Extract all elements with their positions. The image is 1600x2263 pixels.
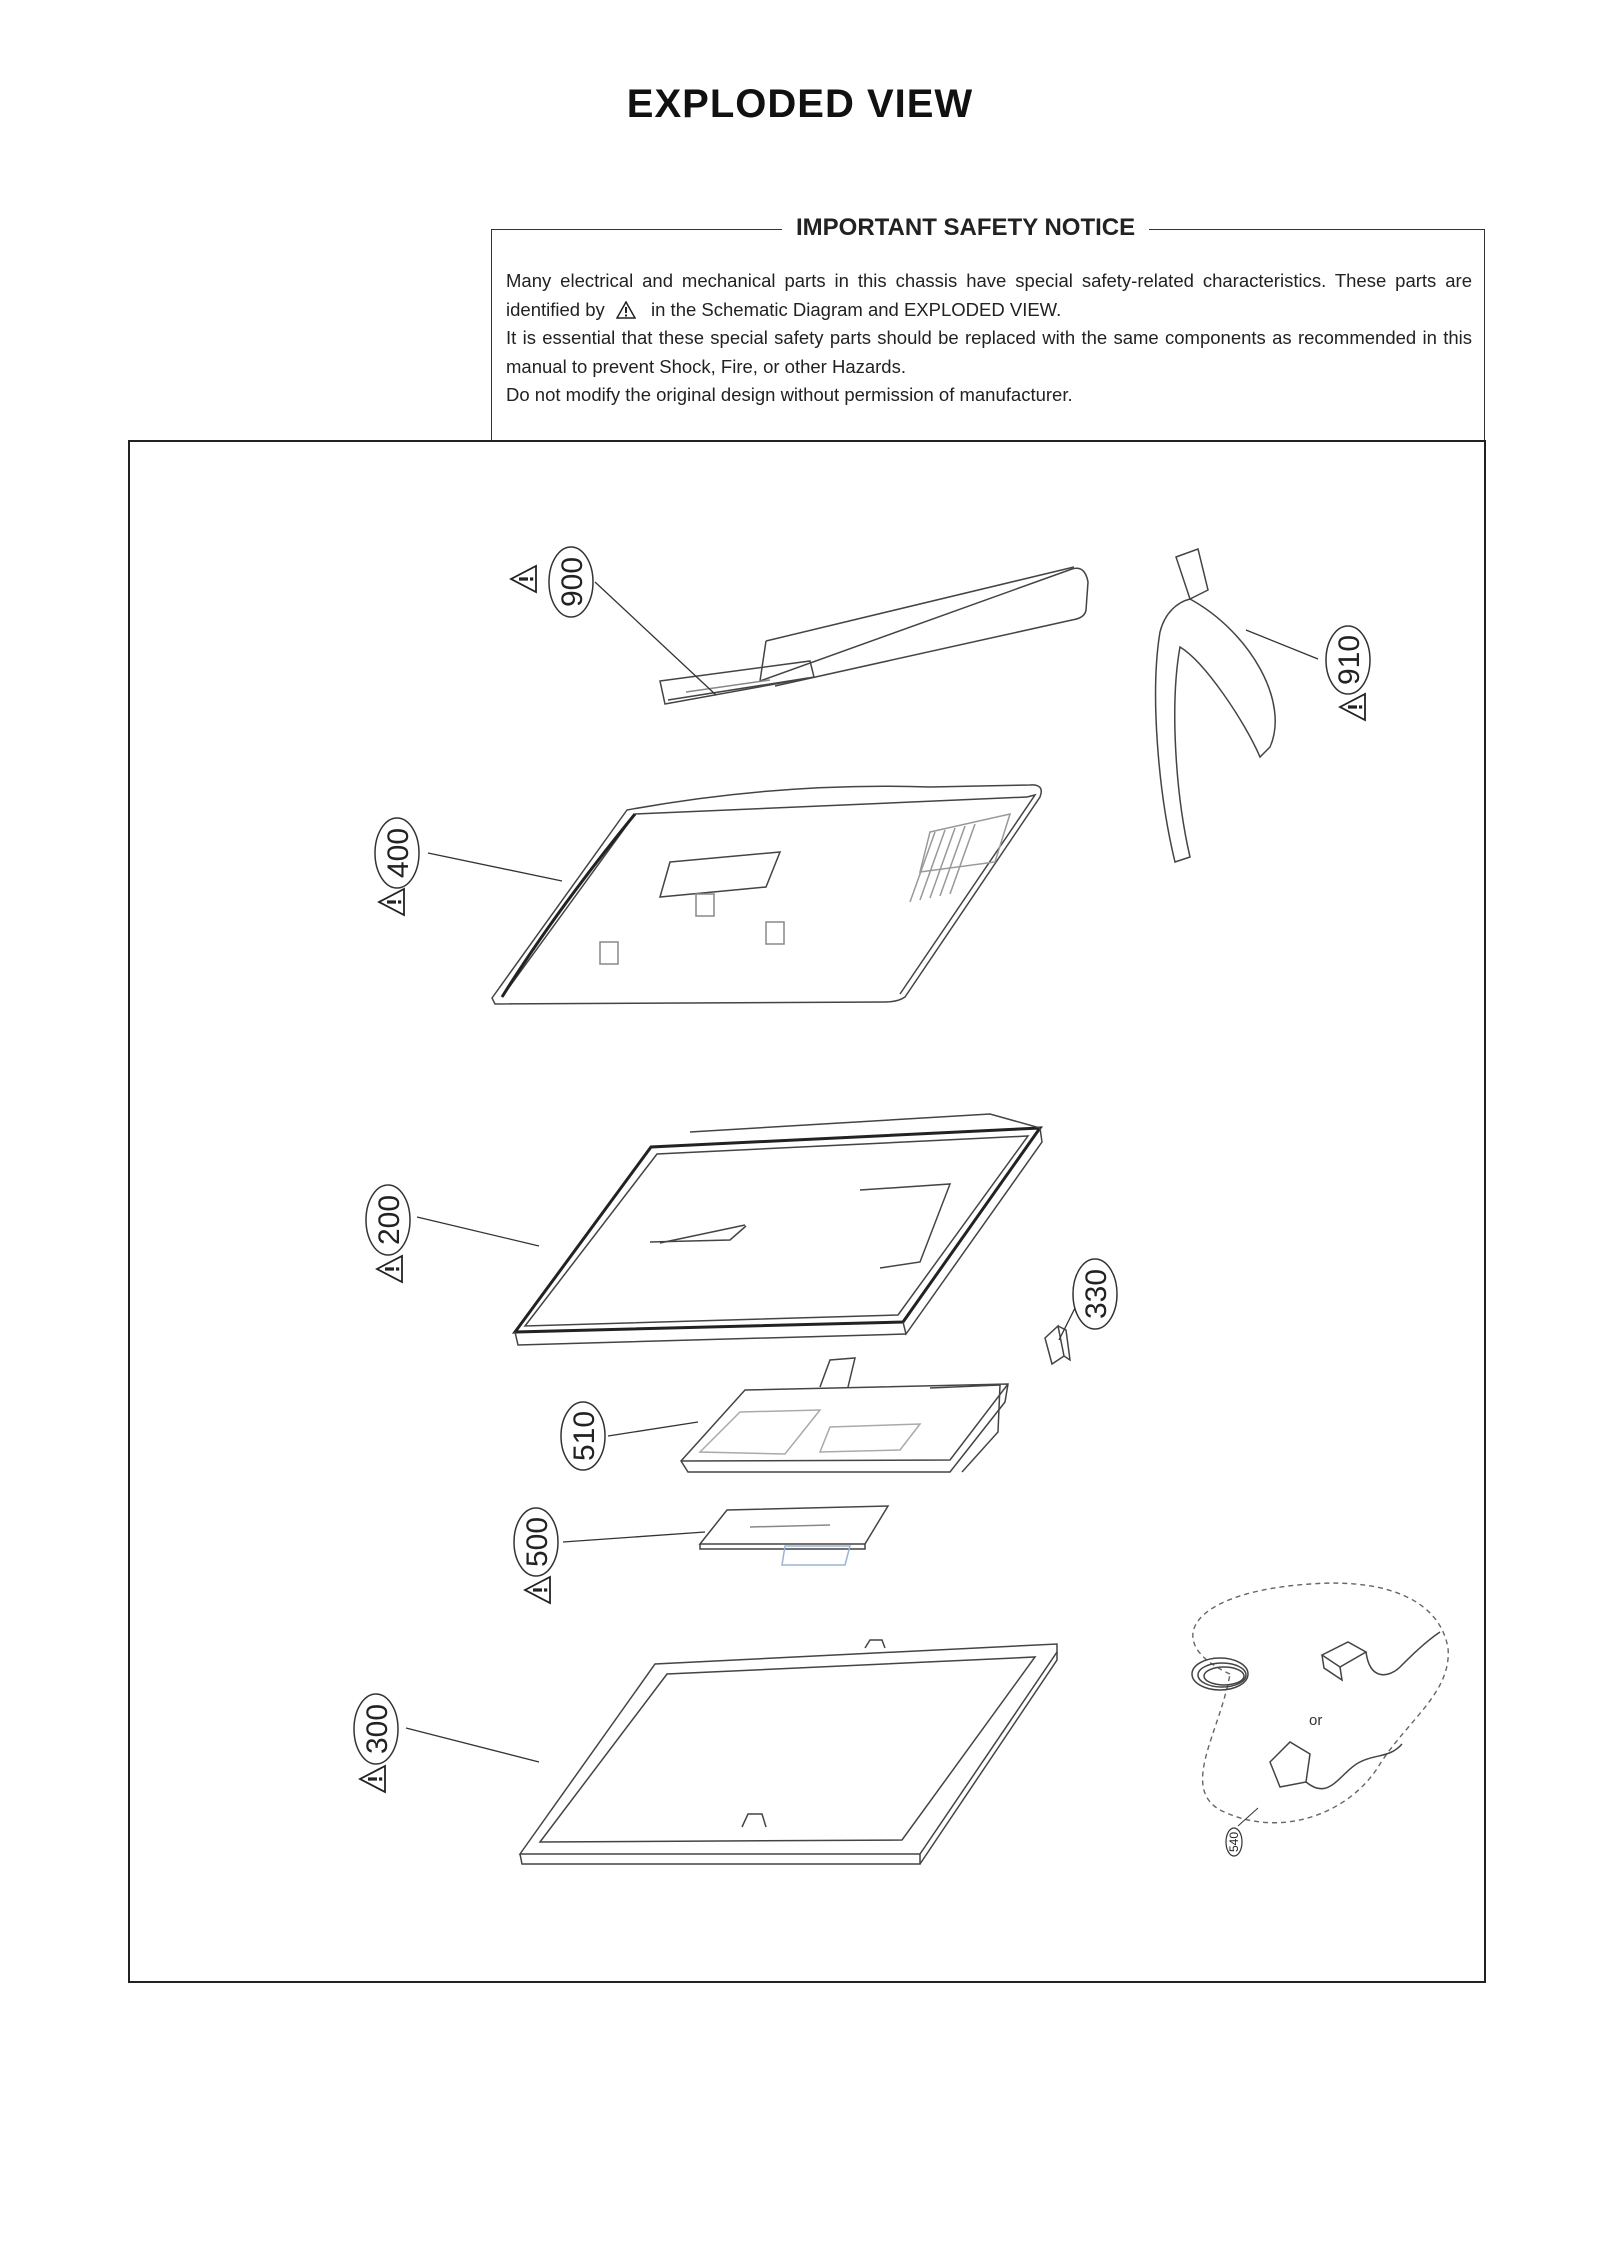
- callout-400-label: 400: [382, 828, 415, 878]
- desktop-adapter: [1320, 1631, 1441, 1682]
- warning-icon: [359, 1765, 386, 1793]
- leader-300: [405, 1727, 540, 1763]
- warning-icon: [524, 1576, 551, 1604]
- warning-icon: [1339, 693, 1366, 721]
- callout-300-label: 300: [361, 1704, 394, 1754]
- warning-icon: [376, 1255, 403, 1283]
- page-title: EXPLODED VIEW: [626, 82, 974, 126]
- callout-400: 400: [374, 817, 420, 916]
- safety-notice-paragraph-3: Do not modify the original design withou…: [506, 384, 1073, 405]
- leader-540: [1237, 1807, 1259, 1827]
- leader-400: [427, 852, 563, 882]
- part-900-stand-neck: [659, 566, 1089, 705]
- callout-910-label: 910: [1333, 635, 1366, 685]
- callout-500: 500: [513, 1507, 559, 1604]
- safety-notice-body: Many electrical and mechanical parts in …: [506, 267, 1472, 410]
- safety-notice-text-1b: in the Schematic Diagram and EXPLODED VI…: [651, 298, 1062, 320]
- leader-510: [607, 1421, 699, 1437]
- callout-330: 330: [1072, 1258, 1118, 1330]
- leader-200: [416, 1216, 540, 1247]
- part-910-stand-base: [1154, 548, 1276, 863]
- wall-adapter: [1269, 1741, 1403, 1790]
- leader-500: [562, 1531, 706, 1543]
- callout-900-label: 900: [556, 557, 589, 607]
- adapter-or-label: or: [1309, 1712, 1322, 1729]
- callout-200-label: 200: [373, 1195, 406, 1245]
- callout-900: 900: [510, 546, 594, 618]
- safety-notice-box: IMPORTANT SAFETY NOTICE Many electrical …: [491, 214, 1485, 441]
- callout-500-label: 500: [521, 1517, 554, 1567]
- callout-300: 300: [353, 1693, 399, 1793]
- power-cord-coiled: [1191, 1657, 1249, 1691]
- part-540-power-adapter-group: or 540: [1191, 1582, 1449, 1857]
- part-300-front-bezel: [518, 1639, 1058, 1865]
- leader-910: [1245, 629, 1319, 660]
- callout-510: 510: [560, 1401, 606, 1471]
- part-330-bracket: [1044, 1324, 1071, 1366]
- part-200-lcd-panel: [511, 1113, 1044, 1346]
- adapter-options-outline: [1192, 1582, 1449, 1824]
- leader-330: [1058, 1307, 1076, 1341]
- part-500-main-board: [698, 1505, 890, 1566]
- exploded-view-diagram: 900 910: [128, 440, 1486, 1983]
- safety-notice-paragraph-1: Many electrical and mechanical parts in …: [506, 267, 1472, 324]
- warning-triangle-icon: [615, 300, 636, 319]
- callout-910: 910: [1325, 625, 1371, 721]
- warning-icon: [378, 888, 405, 916]
- warning-icon: [510, 565, 537, 593]
- safety-notice-text-1a: Many electrical and mechanical parts in …: [506, 270, 1472, 320]
- callout-510-label: 510: [568, 1411, 601, 1461]
- part-510-main-chassis: [680, 1357, 1009, 1473]
- safety-notice-paragraph-2: It is essential that these special safet…: [506, 327, 1472, 377]
- callout-200: 200: [365, 1184, 411, 1283]
- part-400-rear-cover: [491, 784, 1042, 1005]
- safety-notice-heading: IMPORTANT SAFETY NOTICE: [782, 214, 1150, 242]
- callout-330-label: 330: [1080, 1269, 1113, 1319]
- callout-540-label: 540: [1227, 1832, 1241, 1852]
- exploded-view-svg: 900 910: [353, 546, 1449, 1865]
- leader-900: [594, 581, 717, 696]
